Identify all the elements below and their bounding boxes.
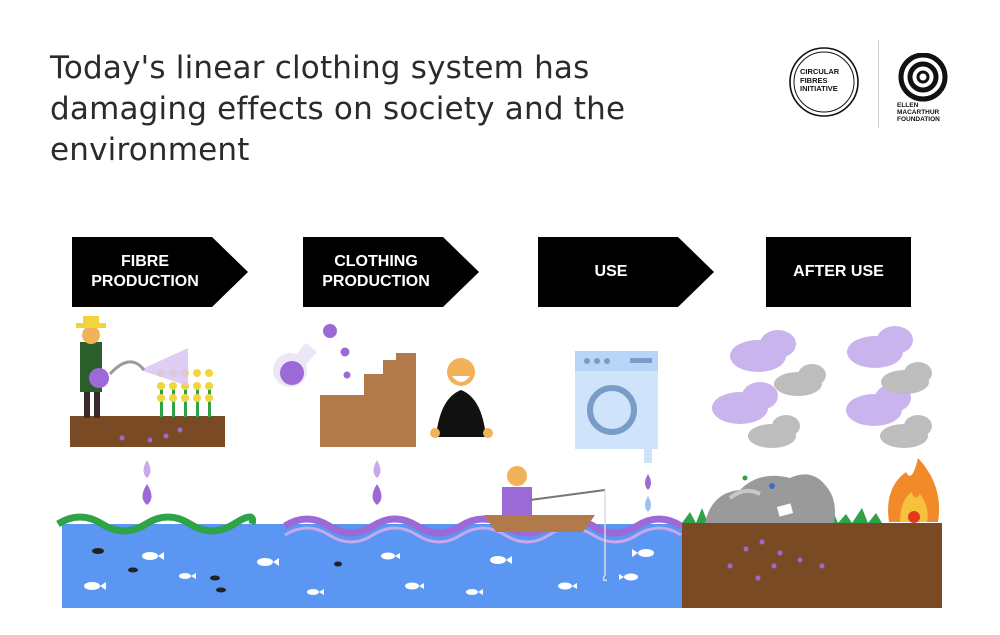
page-title: Today's linear clothing system has damag…: [50, 50, 626, 168]
pollution-drops: [142, 460, 651, 512]
incineration-fire-icon: [888, 458, 940, 523]
stage-label: USE: [594, 263, 628, 280]
factory-worker-icon: [430, 358, 493, 438]
stage-label: AFTER USE: [793, 263, 884, 280]
factory-with-chemical-flask-icon: [273, 324, 416, 447]
ellen-macarthur-logo-icon: [898, 53, 948, 102]
fisherman-in-boat-icon: [484, 466, 608, 582]
ellen-macarthur-logo-text: ELLEN MACARTHUR FOUNDATION: [897, 102, 940, 123]
stage-clothing-production: CLOTHING PRODUCTION: [303, 237, 479, 307]
stage-label: FIBRE PRODUCTION: [91, 253, 199, 290]
circular-fibres-logo-icon: [789, 47, 859, 117]
circular-fibres-logo-text: CIRCULAR FIBRES INITIATIVE: [800, 67, 840, 93]
fish-group: [84, 549, 654, 595]
landfill-icon: [705, 474, 835, 523]
polluted-clouds-icon: [712, 326, 932, 448]
dead-fish-group: [92, 548, 342, 593]
stage-fibre-production: FIBRE PRODUCTION: [72, 237, 248, 307]
water-body: [56, 513, 683, 608]
washing-machine-icon: [575, 351, 658, 463]
stage-label: CLOTHING PRODUCTION: [322, 253, 430, 290]
landfill-ground: [682, 508, 942, 608]
stage-use: USE: [538, 237, 714, 307]
logo-divider: [878, 40, 879, 128]
stage-after-use: AFTER USE: [766, 237, 911, 307]
farmer-spraying-crops-icon: [70, 316, 225, 447]
